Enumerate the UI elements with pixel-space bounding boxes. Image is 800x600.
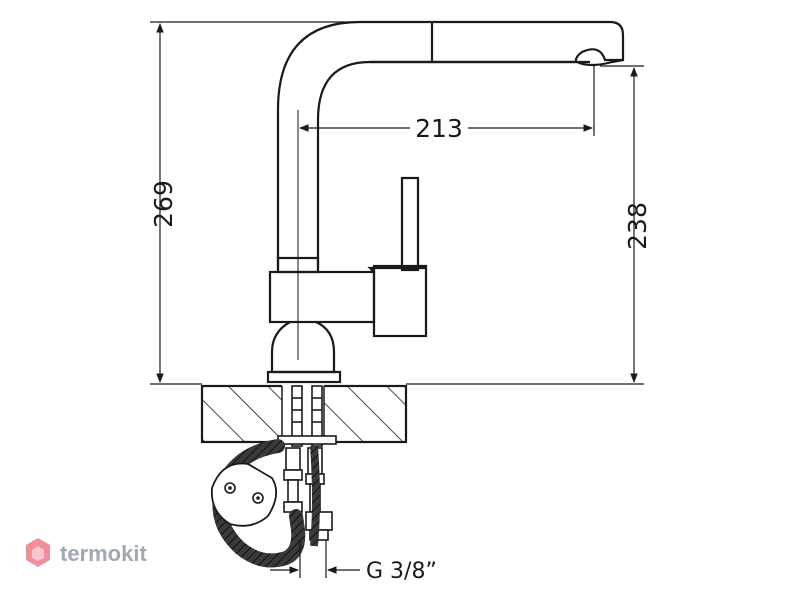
lever-handle	[400, 176, 420, 272]
base-collar	[270, 320, 336, 374]
termokit-brand-text: termokit	[60, 541, 147, 566]
spout-height-label: 238	[623, 202, 652, 250]
connection-thread-label: G 3/8”	[366, 559, 437, 584]
spout-inner-line	[316, 60, 590, 268]
base-flange	[266, 370, 342, 384]
total-height-label: 269	[149, 180, 178, 228]
fixing-plate	[277, 435, 337, 445]
countertop-section	[200, 384, 408, 444]
pull-out-hose	[310, 445, 320, 547]
spout-reach-label: 213	[415, 114, 463, 143]
cartridge-housing	[372, 264, 428, 338]
mixer-taper	[367, 266, 426, 273]
hose-weight	[210, 462, 278, 527]
spout-tip	[576, 58, 624, 67]
termokit-logo: termokit	[26, 538, 147, 567]
mixer-body	[268, 270, 376, 324]
spout-outline	[276, 20, 625, 268]
faucet-body	[266, 20, 625, 384]
dimension-lines	[150, 21, 644, 578]
